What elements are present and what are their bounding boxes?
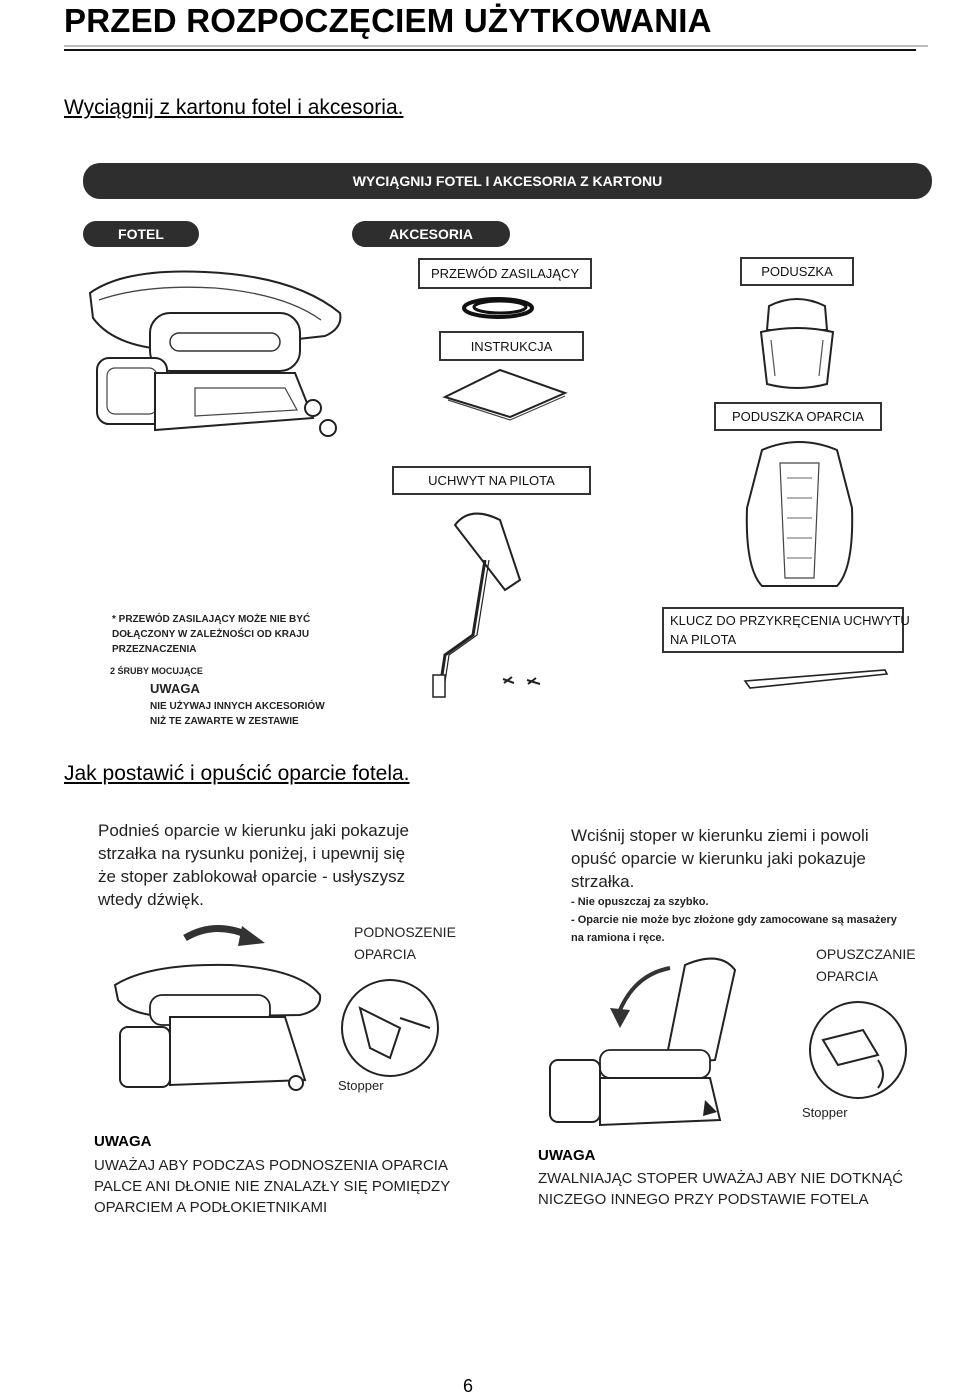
title-rule-dark: [64, 49, 916, 51]
cord-note-line: DOŁĄCZONY W ZALEŻNOŚCI OD KRAJU: [112, 629, 310, 640]
raise-instruction-line: Podnieś oparcie w kierunku jaki pokazuje: [98, 821, 409, 840]
raise-arrow-icon: [183, 924, 265, 946]
remote-holder-illustration: [432, 512, 522, 698]
chair-label: FOTEL: [83, 221, 199, 247]
remote-holder-label: UCHWYT NA PILOTA: [392, 466, 591, 495]
wrench-label-line1: KLUCZ DO PRZYKRĘCENIA UCHWYTU: [670, 613, 910, 628]
lower-stopper-detail: [809, 1001, 907, 1099]
unpack-banner: WYCIĄGNIJ FOTEL I AKCESORIA Z KARTONU: [83, 163, 932, 199]
lower-warning: ZWALNIAJĄC STOPER UWAŻAJ ABY NIE DOTKNĄĆ…: [538, 1168, 903, 1210]
cord-note: * PRZEWÓD ZASILAJĄCY MOŻE NIE BYĆ DOŁĄCZ…: [112, 612, 310, 657]
raise-caption: PODNOSZENIE OPARCIA: [354, 921, 456, 965]
lower-notes: - Nie opuszczaj za szybko. - Oparcie nie…: [571, 893, 897, 947]
intro-text: Wyciągnij z kartonu fotel i akcesoria.: [64, 96, 404, 119]
manual-label: INSTRUKCJA: [439, 331, 584, 361]
wrench-illustration: [743, 669, 889, 689]
title-rule-light: [64, 45, 928, 47]
lower-warning-line: ZWALNIAJĄC STOPER UWAŻAJ ABY NIE DOTKNĄĆ: [538, 1170, 904, 1187]
manual-illustration: [442, 368, 568, 421]
section2-heading: Jak postawić i opuścić oparcie fotela.: [64, 762, 410, 785]
cord-note-line: PRZEZNACZENIA: [112, 644, 197, 655]
page-number: 6: [463, 1376, 474, 1396]
raise-instruction: Podnieś oparcie w kierunku jaki pokazuje…: [98, 819, 409, 911]
lower-stopper-label: Stopper: [802, 1105, 848, 1120]
lower-note-line: - Nie opuszczaj za szybko.: [571, 896, 709, 908]
lower-instruction: Wciśnij stoper w kierunku ziemi i powoli…: [571, 824, 869, 893]
massage-chair-illustration: [88, 270, 342, 437]
wrench-label-line2: NA PILOTA: [670, 632, 737, 647]
pillow-label: PODUSZKA: [740, 257, 854, 286]
unpack-warning-title: UWAGA: [150, 681, 200, 696]
raise-stopper-label: Stopper: [338, 1078, 384, 1093]
lower-warning-title: UWAGA: [538, 1147, 596, 1164]
back-pillow-label: PODUSZKA OPARCIA: [714, 402, 882, 431]
raise-instruction-line: strzałka na rysunku poniżej, i upewnij s…: [98, 844, 406, 863]
lower-instruction-line: strzałka.: [571, 872, 635, 891]
lower-note-line: na ramiona i ręce.: [571, 932, 665, 944]
unpack-warning: NIE UŻYWAJ INNYCH AKCESORIÓW NIŻ TE ZAWA…: [150, 699, 325, 729]
lower-warning-line: NICZEGO INNEGO PRZY PODSTAWIE FOTELA: [538, 1191, 869, 1208]
cord-note-line: * PRZEWÓD ZASILAJĄCY MOŻE NIE BYĆ: [112, 614, 311, 625]
raise-warning: UWAŻAJ ABY PODCZAS PODNOSZENIA OPARCIA P…: [94, 1155, 450, 1218]
screws-illustration: [502, 676, 541, 685]
accessories-label: AKCESORIA: [352, 221, 510, 247]
lower-chair-illustration: [549, 957, 737, 1127]
raise-instruction-line: wtedy dźwięk.: [98, 890, 204, 909]
lower-arrow-icon: [610, 966, 671, 1028]
raise-warning-line: UWAŻAJ ABY PODCZAS PODNOSZENIA OPARCIA: [94, 1157, 448, 1174]
raise-chair-illustration: [113, 963, 322, 1091]
unpack-warning-line: NIE UŻYWAJ INNYCH AKCESORIÓW: [150, 701, 325, 712]
raise-caption-line: PODNOSZENIE: [354, 924, 456, 940]
raise-warning-title: UWAGA: [94, 1133, 152, 1150]
raise-caption-line: OPARCIA: [354, 946, 416, 962]
unpack-warning-line: NIŻ TE ZAWARTE W ZESTAWIE: [150, 716, 299, 727]
raise-warning-line: PALCE ANI DŁONIE NIE ZNALAZŁY SIĘ POMIĘD…: [94, 1178, 451, 1195]
wrench-label: KLUCZ DO PRZYKRĘCENIA UCHWYTU NA PILOTA: [662, 607, 910, 653]
raise-instruction-line: że stoper zablokował oparcie - usłyszysz: [98, 867, 406, 886]
back-pillow-illustration: [745, 441, 854, 587]
lower-instruction-line: opuść oparcie w kierunku jaki pokazuje: [571, 849, 866, 868]
lower-caption-line: OPARCIA: [816, 968, 878, 984]
page-title: PRZED ROZPOCZĘCIEM UŻYTKOWANIA: [64, 2, 712, 39]
power-cord-illustration: [462, 297, 534, 319]
screws-label: 2 ŚRUBY MOCUJĄCE: [110, 666, 203, 676]
pillow-illustration: [759, 298, 835, 389]
power-cord-label: PRZEWÓD ZASILAJĄCY: [418, 258, 592, 289]
lower-note-line: - Oparcie nie może byc złożone gdy zamoc…: [571, 914, 897, 926]
lower-caption: OPUSZCZANIE OPARCIA: [816, 943, 916, 987]
raise-stopper-detail: [341, 979, 439, 1077]
raise-warning-line: OPARCIEM A PODŁOKIETNIKAMI: [94, 1199, 328, 1216]
lower-instruction-line: Wciśnij stoper w kierunku ziemi i powoli: [571, 826, 869, 845]
lower-caption-line: OPUSZCZANIE: [816, 946, 916, 962]
